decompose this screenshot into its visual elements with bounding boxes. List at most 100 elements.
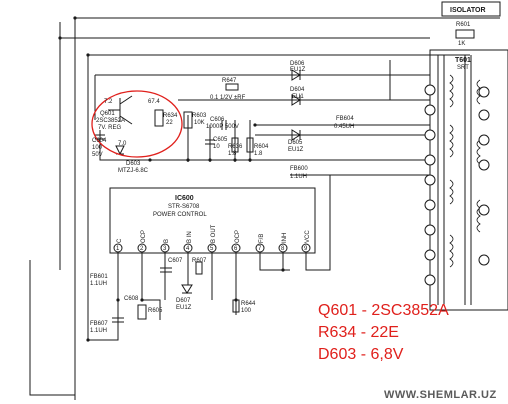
pin-name-8: INH <box>282 233 288 243</box>
c606-plates <box>221 120 227 130</box>
r601-value: 1K <box>458 41 465 47</box>
t601-pin-11 <box>478 204 490 216</box>
pin-num-7: 7 <box>258 246 262 252</box>
pin-num-1: 1 <box>116 246 120 252</box>
ic600-part: STR-S6708 <box>168 204 200 210</box>
t601-pin-2 <box>424 249 436 261</box>
c604-value: 100 <box>92 145 103 151</box>
t601-pin-3 <box>424 224 436 236</box>
watermark: WWW.SHEMLAR.UZ <box>384 389 497 401</box>
t601-label: T601 <box>455 57 471 64</box>
t601-pin-13 <box>478 134 490 146</box>
t601-pin-8 <box>424 84 436 96</box>
annotation-d603: D603 - 6,8V <box>318 346 404 363</box>
pin-name-1: C <box>117 238 123 243</box>
d605-label: D605 <box>288 140 303 146</box>
wire-emitter <box>99 130 150 161</box>
c606-label: C606 <box>210 117 225 123</box>
q601-part: 2SC3852A <box>96 118 125 124</box>
r604-body <box>246 137 254 153</box>
r604-value: 1.8 <box>254 151 263 157</box>
d605-symbol <box>291 129 301 141</box>
r647-label: R647 <box>222 78 237 84</box>
c605-plates <box>205 139 215 145</box>
pin-9-lead <box>305 175 331 271</box>
d605-part: EU1Z <box>288 147 304 153</box>
q601-emitter <box>119 115 133 125</box>
t601-core <box>437 55 445 305</box>
pin-num-9: 9 <box>304 246 308 252</box>
t601-sub-label: SRT <box>457 65 469 71</box>
d607-symbol <box>181 284 193 294</box>
q601-collector <box>119 95 133 105</box>
t601-pin-1 <box>424 274 436 286</box>
v-base: 7.2 <box>104 99 113 105</box>
t601-pin-6 <box>424 154 436 166</box>
r644-label: R644 <box>241 301 256 307</box>
d603-symbol <box>115 145 125 156</box>
r636-body <box>231 137 239 153</box>
fb601-value: 1.1UH <box>90 281 107 287</box>
v-collector: 67.4 <box>148 99 160 105</box>
wire-fb601 <box>88 300 119 341</box>
t601-pin-4 <box>424 199 436 211</box>
r634-label: R634 <box>163 113 178 119</box>
r603-value: 10K <box>194 120 205 126</box>
ic600-pins <box>113 243 311 253</box>
t601-pin-7 <box>424 129 436 141</box>
d604-part: EU1 <box>292 94 304 100</box>
c608-label: C608 <box>124 296 139 302</box>
pin-name-7: F/B <box>259 234 265 243</box>
q601-label: Q601 <box>100 111 115 117</box>
t601-pin-5 <box>424 174 436 186</box>
pin-name-3: B <box>164 239 170 243</box>
d606-symbol <box>291 69 301 81</box>
isolator-label: ISOLATOR <box>450 7 486 14</box>
t601-frame <box>429 49 508 311</box>
t601-pin-14 <box>478 109 490 121</box>
r636-label: R636 <box>228 144 243 150</box>
r647-body <box>225 83 239 91</box>
ic600-pin-numbers: 1 2 3 4 5 6 7 8 9 <box>116 246 308 252</box>
r647-value: 0.1 1/2V ±RF <box>210 95 246 101</box>
pin-name-4: B IN <box>187 231 193 243</box>
pin-num-6: 6 <box>234 246 238 252</box>
d604-symbol <box>291 94 301 106</box>
ic600-pin-names: C OCP B B IN B OUT OCP F/B INH VCC <box>117 224 311 243</box>
r601-body <box>455 29 475 39</box>
r607-label: R607 <box>192 258 207 264</box>
pin-name-2: OCP <box>141 230 147 243</box>
d603-label: D603 <box>126 161 141 167</box>
junction-dots <box>58 16 285 342</box>
t601-pin-12 <box>478 159 490 171</box>
ic600-role: POWER CONTROL <box>153 212 207 218</box>
ic600-label: IC600 <box>175 195 194 202</box>
pin-num-8: 8 <box>281 246 285 252</box>
q601-highlight-ellipse <box>91 90 183 158</box>
t601-pin-15 <box>478 86 490 98</box>
r605-label: R605 <box>148 308 163 314</box>
r636-value: 1.8 <box>228 151 237 157</box>
fb600-label: FB600 <box>290 166 308 172</box>
t601-core-2 <box>464 55 472 305</box>
r605-body <box>137 304 147 320</box>
wire-c608 <box>142 299 161 320</box>
r607-body <box>195 261 203 275</box>
c604-voltage: 50V <box>92 152 103 158</box>
q601-role: 7V. REG <box>98 125 121 131</box>
r601-label: R601 <box>456 22 471 28</box>
wire-bottom-return <box>29 260 75 396</box>
t601-windings <box>449 74 481 268</box>
t601-pin-10 <box>478 254 490 266</box>
pin-name-5: B OUT <box>211 224 217 243</box>
c605-label: C605 <box>213 137 228 143</box>
v-emitter: 7.0 <box>118 141 127 147</box>
fb607-label: FB607 <box>90 321 108 327</box>
pin-num-3: 3 <box>163 246 167 252</box>
d606-part: EU1Z <box>290 67 306 73</box>
c608-plates <box>112 317 124 323</box>
c604-label: C604 <box>92 138 107 144</box>
fb600-value: 1.1UH <box>290 174 307 180</box>
